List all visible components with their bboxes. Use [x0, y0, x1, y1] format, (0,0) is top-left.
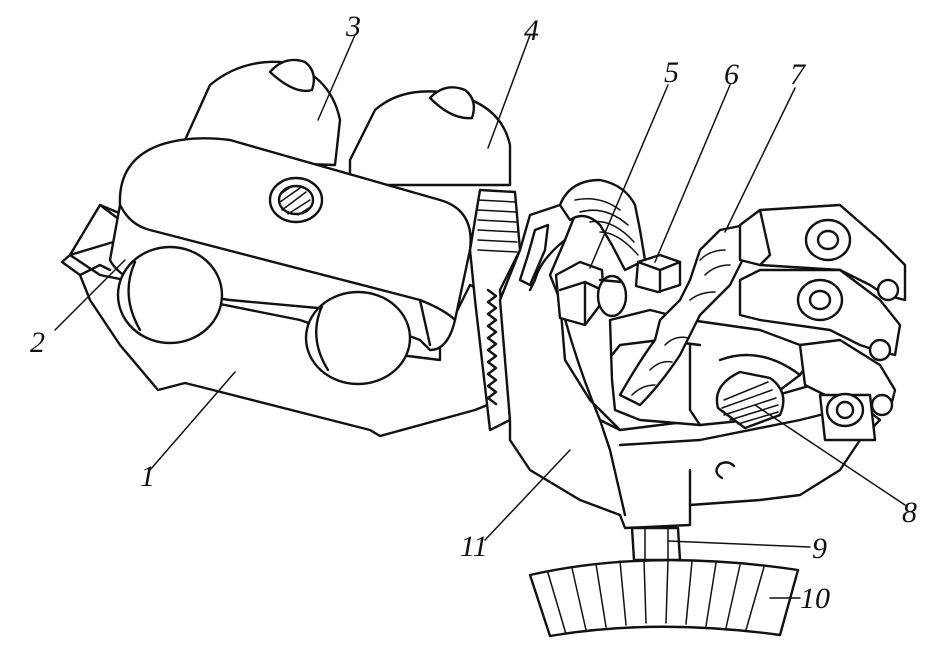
pivot-brackets: [738, 203, 907, 442]
front-roller-right: [304, 290, 412, 386]
leader-lines: [54, 34, 906, 599]
commutator: [528, 558, 800, 638]
label-6: 6: [724, 58, 739, 91]
label-1: 1: [140, 460, 155, 493]
label-11: 11: [460, 530, 488, 563]
cylinder-4: [348, 86, 512, 187]
label-8: 8: [902, 496, 917, 529]
brush-tip: [630, 526, 682, 562]
label-9: 9: [812, 532, 827, 565]
flexible-lead: [558, 178, 647, 272]
label-4: 4: [524, 14, 539, 47]
pressure-spring: [715, 370, 785, 430]
terminal-nut: [554, 260, 628, 327]
label-2: 2: [30, 326, 45, 359]
label-7: 7: [790, 58, 807, 91]
label-10: 10: [800, 582, 830, 615]
reference-labels: 3 4 5 6 7 2 1 11 8 9 10: [30, 10, 917, 615]
brush: [634, 253, 682, 294]
label-5: 5: [664, 56, 679, 89]
label-3: 3: [345, 10, 361, 43]
front-roller-left: [116, 245, 224, 345]
